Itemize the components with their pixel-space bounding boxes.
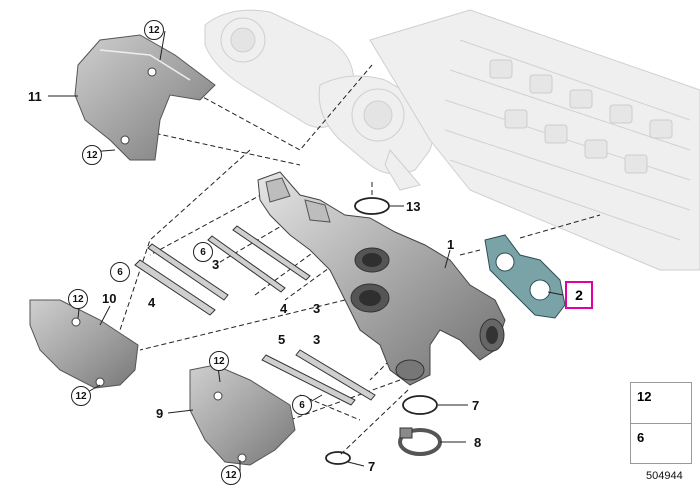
callout-9: 9 — [156, 406, 164, 421]
callout-7-a: 7 — [472, 398, 480, 413]
callout-12-circle-a: 12 — [144, 20, 164, 40]
callout-11: 11 — [28, 89, 42, 104]
callout-3-a: 3 — [212, 257, 220, 272]
gasket-strips — [134, 225, 376, 406]
manifold-gasket — [484, 234, 566, 319]
callout-3-b: 3 — [313, 301, 321, 316]
legend-number-bolt: 12 — [637, 389, 652, 404]
seal-ring-7-upper — [402, 395, 438, 415]
heat-shield-left — [29, 299, 139, 389]
callout-12-circle-f: 12 — [221, 465, 241, 485]
callout-6-circle-b: 6 — [110, 262, 130, 282]
callout-6-circle-a: 6 — [193, 242, 213, 262]
callout-12-circle-b: 12 — [82, 145, 102, 165]
callout-3-c: 3 — [313, 332, 321, 347]
callout-2-highlighted[interactable]: 2 — [565, 281, 593, 309]
legend-number-nut: 6 — [637, 430, 645, 445]
callout-12-circle-e: 12 — [209, 351, 229, 371]
legend-divider — [631, 423, 691, 424]
seal-ring-7-lower — [325, 451, 351, 465]
exhaust-manifold — [257, 171, 506, 386]
heat-shield-upper — [74, 34, 216, 161]
seal-ring-13 — [354, 197, 390, 215]
legend-row-nut: 6 — [631, 424, 691, 464]
callout-12-circle-d: 12 — [71, 386, 91, 406]
legend-row-bolt: 12 — [631, 383, 691, 423]
callout-8: 8 — [474, 435, 482, 450]
background-engine-ghost — [204, 9, 700, 271]
clamp-8 — [398, 427, 442, 456]
callout-4-b: 4 — [280, 301, 288, 316]
heat-shield-lower — [189, 364, 296, 466]
callout-13: 13 — [406, 199, 421, 214]
callout-7-b: 7 — [368, 459, 376, 474]
callout-2-text: 2 — [575, 287, 583, 303]
callout-5: 5 — [278, 332, 286, 347]
callout-1: 1 — [447, 237, 455, 252]
fastener-legend: 12 6 — [630, 382, 692, 464]
drawing-number: 504944 — [646, 470, 683, 482]
callout-4-a: 4 — [148, 295, 156, 310]
callout-12-circle-c: 12 — [68, 289, 88, 309]
callout-6-circle-c: 6 — [292, 395, 312, 415]
callout-10: 10 — [102, 291, 117, 306]
